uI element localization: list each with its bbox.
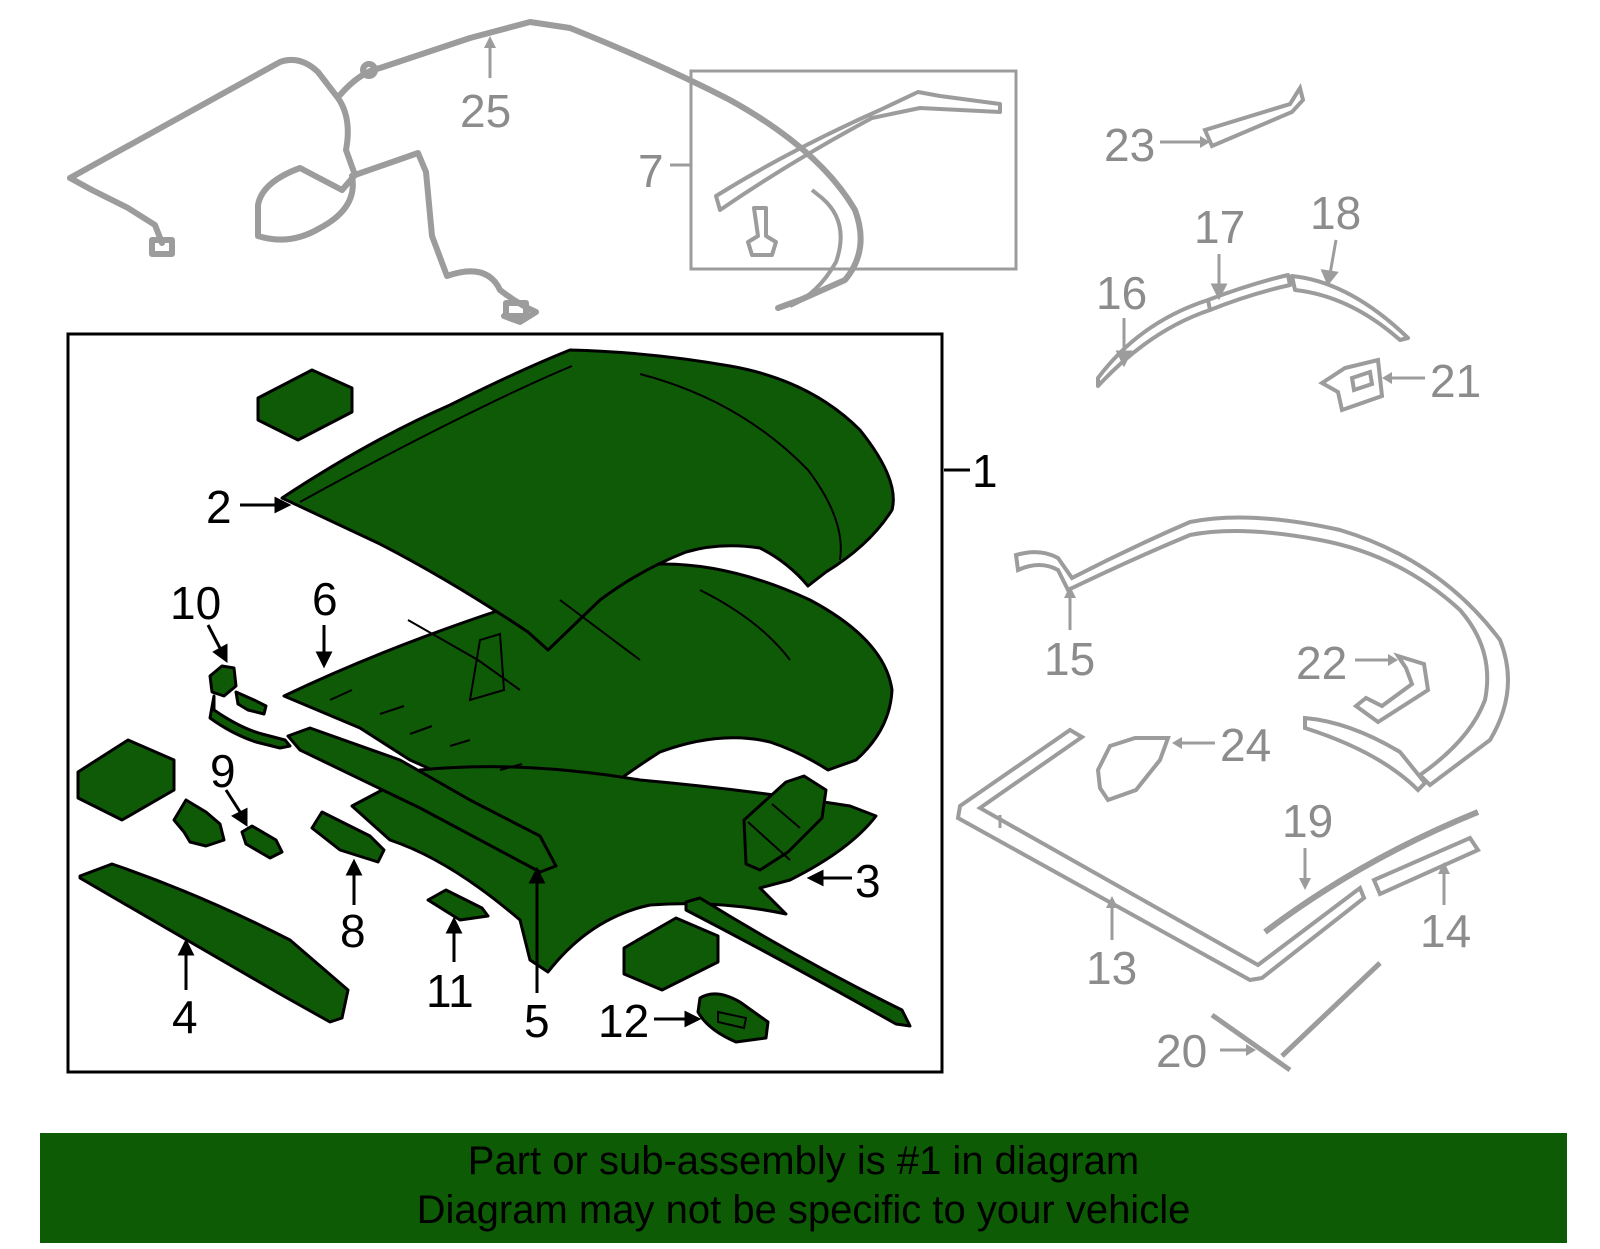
part-9-bracket — [172, 798, 226, 848]
part-15-weatherstrip — [1013, 515, 1510, 788]
part-7-bolt — [746, 206, 778, 257]
callout-1: 1 — [972, 445, 998, 497]
banner-line-2: Diagram may not be specific to your vehi… — [416, 1188, 1191, 1232]
callout-10: 10 — [170, 577, 222, 629]
callout-21: 21 — [1430, 355, 1482, 407]
part-22-bracket — [1352, 652, 1431, 725]
part-9-clip — [240, 824, 284, 860]
callout-22: 22 — [1296, 637, 1348, 689]
callout-3: 3 — [855, 855, 881, 907]
wiring-harness-part — [67, 57, 539, 325]
callout-2: 2 — [206, 481, 232, 533]
part-19-seal — [1263, 809, 1480, 935]
hinge-bracket — [742, 774, 828, 872]
part-23 — [1202, 82, 1306, 149]
part-20-strip — [1280, 961, 1382, 1058]
connector-icon — [503, 300, 529, 319]
wiring-harness-part — [67, 19, 864, 311]
part-7-cable — [789, 188, 843, 308]
grommet-icon — [360, 61, 378, 79]
callout-5: 5 — [524, 995, 550, 1047]
callout-4: 4 — [172, 991, 198, 1043]
part-1-assembly-frame — [66, 332, 944, 1074]
callout-12: 12 — [598, 995, 650, 1047]
side-rail — [684, 896, 912, 1028]
callout-18: 18 — [1310, 187, 1362, 239]
callout-11: 11 — [426, 965, 474, 1017]
part-13-frame — [955, 727, 1367, 983]
callout-23: 23 — [1104, 119, 1156, 171]
callout-14: 14 — [1420, 905, 1472, 957]
label-box-part — [622, 916, 720, 992]
part-10-connector — [208, 664, 268, 716]
part-21-clip — [1318, 357, 1385, 413]
part-14-trim — [1371, 835, 1481, 897]
callout-24: 24 — [1220, 719, 1272, 771]
part-10-cable — [208, 694, 292, 750]
label-box-part — [76, 738, 176, 822]
part-20-strip — [1210, 1012, 1292, 1073]
part-4-trim — [78, 862, 350, 1024]
banner-line-1: Part or sub-assembly is #1 in diagram — [467, 1139, 1140, 1183]
callout-19: 19 — [1282, 795, 1334, 847]
part-2-soft-top — [280, 348, 895, 652]
callout-17: 17 — [1194, 201, 1246, 253]
part-17-trim — [1207, 273, 1292, 312]
callout-13: 13 — [1086, 942, 1138, 994]
part-7-channel — [714, 90, 1002, 212]
callout-20: 20 — [1156, 1025, 1208, 1077]
callout-7: 7 — [638, 145, 664, 197]
callout-15: 15 — [1044, 633, 1096, 685]
callout-9: 9 — [210, 745, 236, 797]
callout-25: 25 — [460, 85, 512, 137]
callout-16: 16 — [1096, 267, 1148, 319]
part-24 — [1095, 736, 1171, 803]
label-box-part — [256, 368, 354, 442]
part-15-weatherstrip-rear — [1303, 715, 1428, 793]
info-banner: Part or sub-assembly is #1 in diagram Di… — [40, 1133, 1567, 1243]
part-18-trim — [1290, 274, 1410, 342]
callout-8: 8 — [340, 905, 366, 957]
part-8-bracket — [310, 810, 386, 864]
callout-6: 6 — [312, 573, 338, 625]
part-5-strip — [286, 726, 558, 874]
part-11 — [426, 888, 490, 922]
connector-icon — [149, 237, 175, 257]
part-12-cap — [696, 992, 770, 1044]
part-7-inset-box — [689, 69, 1018, 271]
